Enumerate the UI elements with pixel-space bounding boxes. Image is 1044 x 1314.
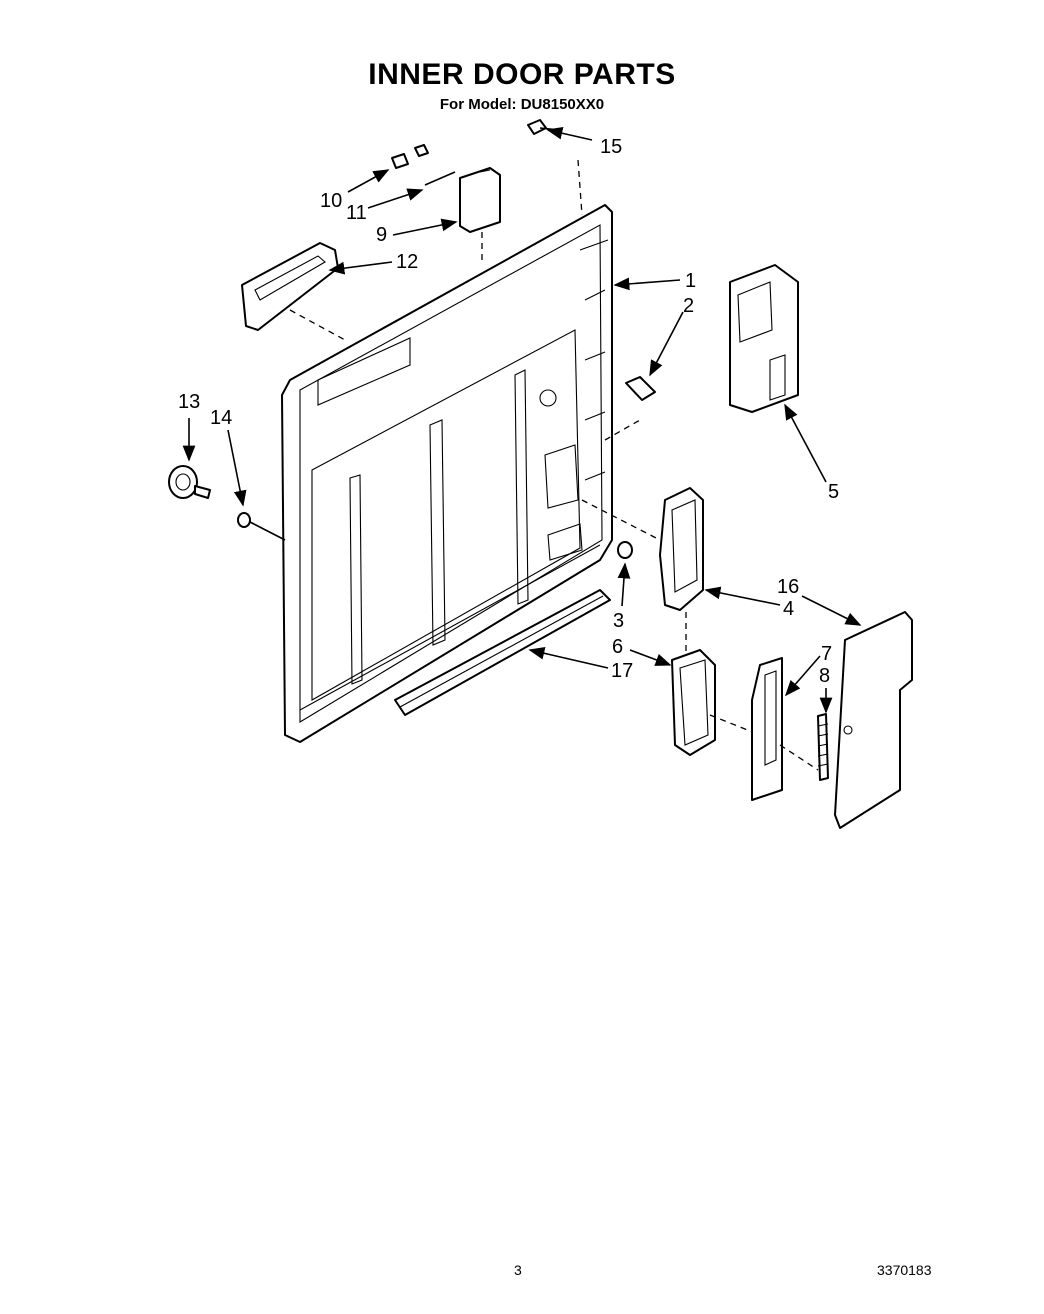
latch-part-4: [581, 487, 704, 655]
inner-door-panel: [281, 204, 613, 743]
callout-11: 11: [346, 202, 367, 224]
callout-15: 15: [600, 136, 622, 158]
handle-bracket-part-12: [241, 242, 346, 341]
callout-12: 12: [396, 251, 418, 273]
callout-14: 14: [210, 407, 232, 429]
document-number: 3370183: [877, 1262, 932, 1278]
knob-mount-line: [249, 521, 286, 541]
model-label: For Model: DU8150XX0: [439, 96, 605, 113]
screw-part-15: [527, 119, 583, 216]
clip-part-2: [604, 376, 656, 441]
callout-8: 8: [819, 665, 830, 687]
callout-1: 1: [685, 270, 696, 292]
slide-part-7: [751, 657, 783, 801]
bumper-part-3: [617, 541, 633, 559]
latch-base-part-6: [671, 649, 761, 756]
callout-labels: 1 2 3 4 5 6 7 8 9 10 11 12 13 14 15 16 1…: [178, 136, 839, 687]
callout-9: 9: [376, 224, 387, 246]
callout-3: 3: [613, 610, 624, 632]
washer-part-14: [237, 512, 251, 528]
latch-cover-part-5: [729, 264, 799, 413]
callout-13: 13: [178, 391, 200, 413]
spring-part-8: [779, 713, 829, 781]
side-panel-part-16: [834, 611, 913, 829]
vent-cover-parts: [391, 144, 501, 260]
callout-6: 6: [612, 636, 623, 658]
page-number: 3: [514, 1262, 522, 1278]
callout-16: 16: [777, 576, 799, 598]
callout-7: 7: [821, 643, 832, 665]
knob-part-13: [168, 465, 211, 499]
callout-5: 5: [828, 481, 839, 503]
callout-2: 2: [683, 295, 694, 317]
callout-4: 4: [783, 598, 794, 620]
page-title: INNER DOOR PARTS: [368, 58, 676, 91]
trim-strip-part-17: [394, 589, 611, 716]
leader-lines: [182, 126, 862, 714]
callout-10: 10: [320, 190, 342, 212]
callout-17: 17: [611, 660, 633, 682]
